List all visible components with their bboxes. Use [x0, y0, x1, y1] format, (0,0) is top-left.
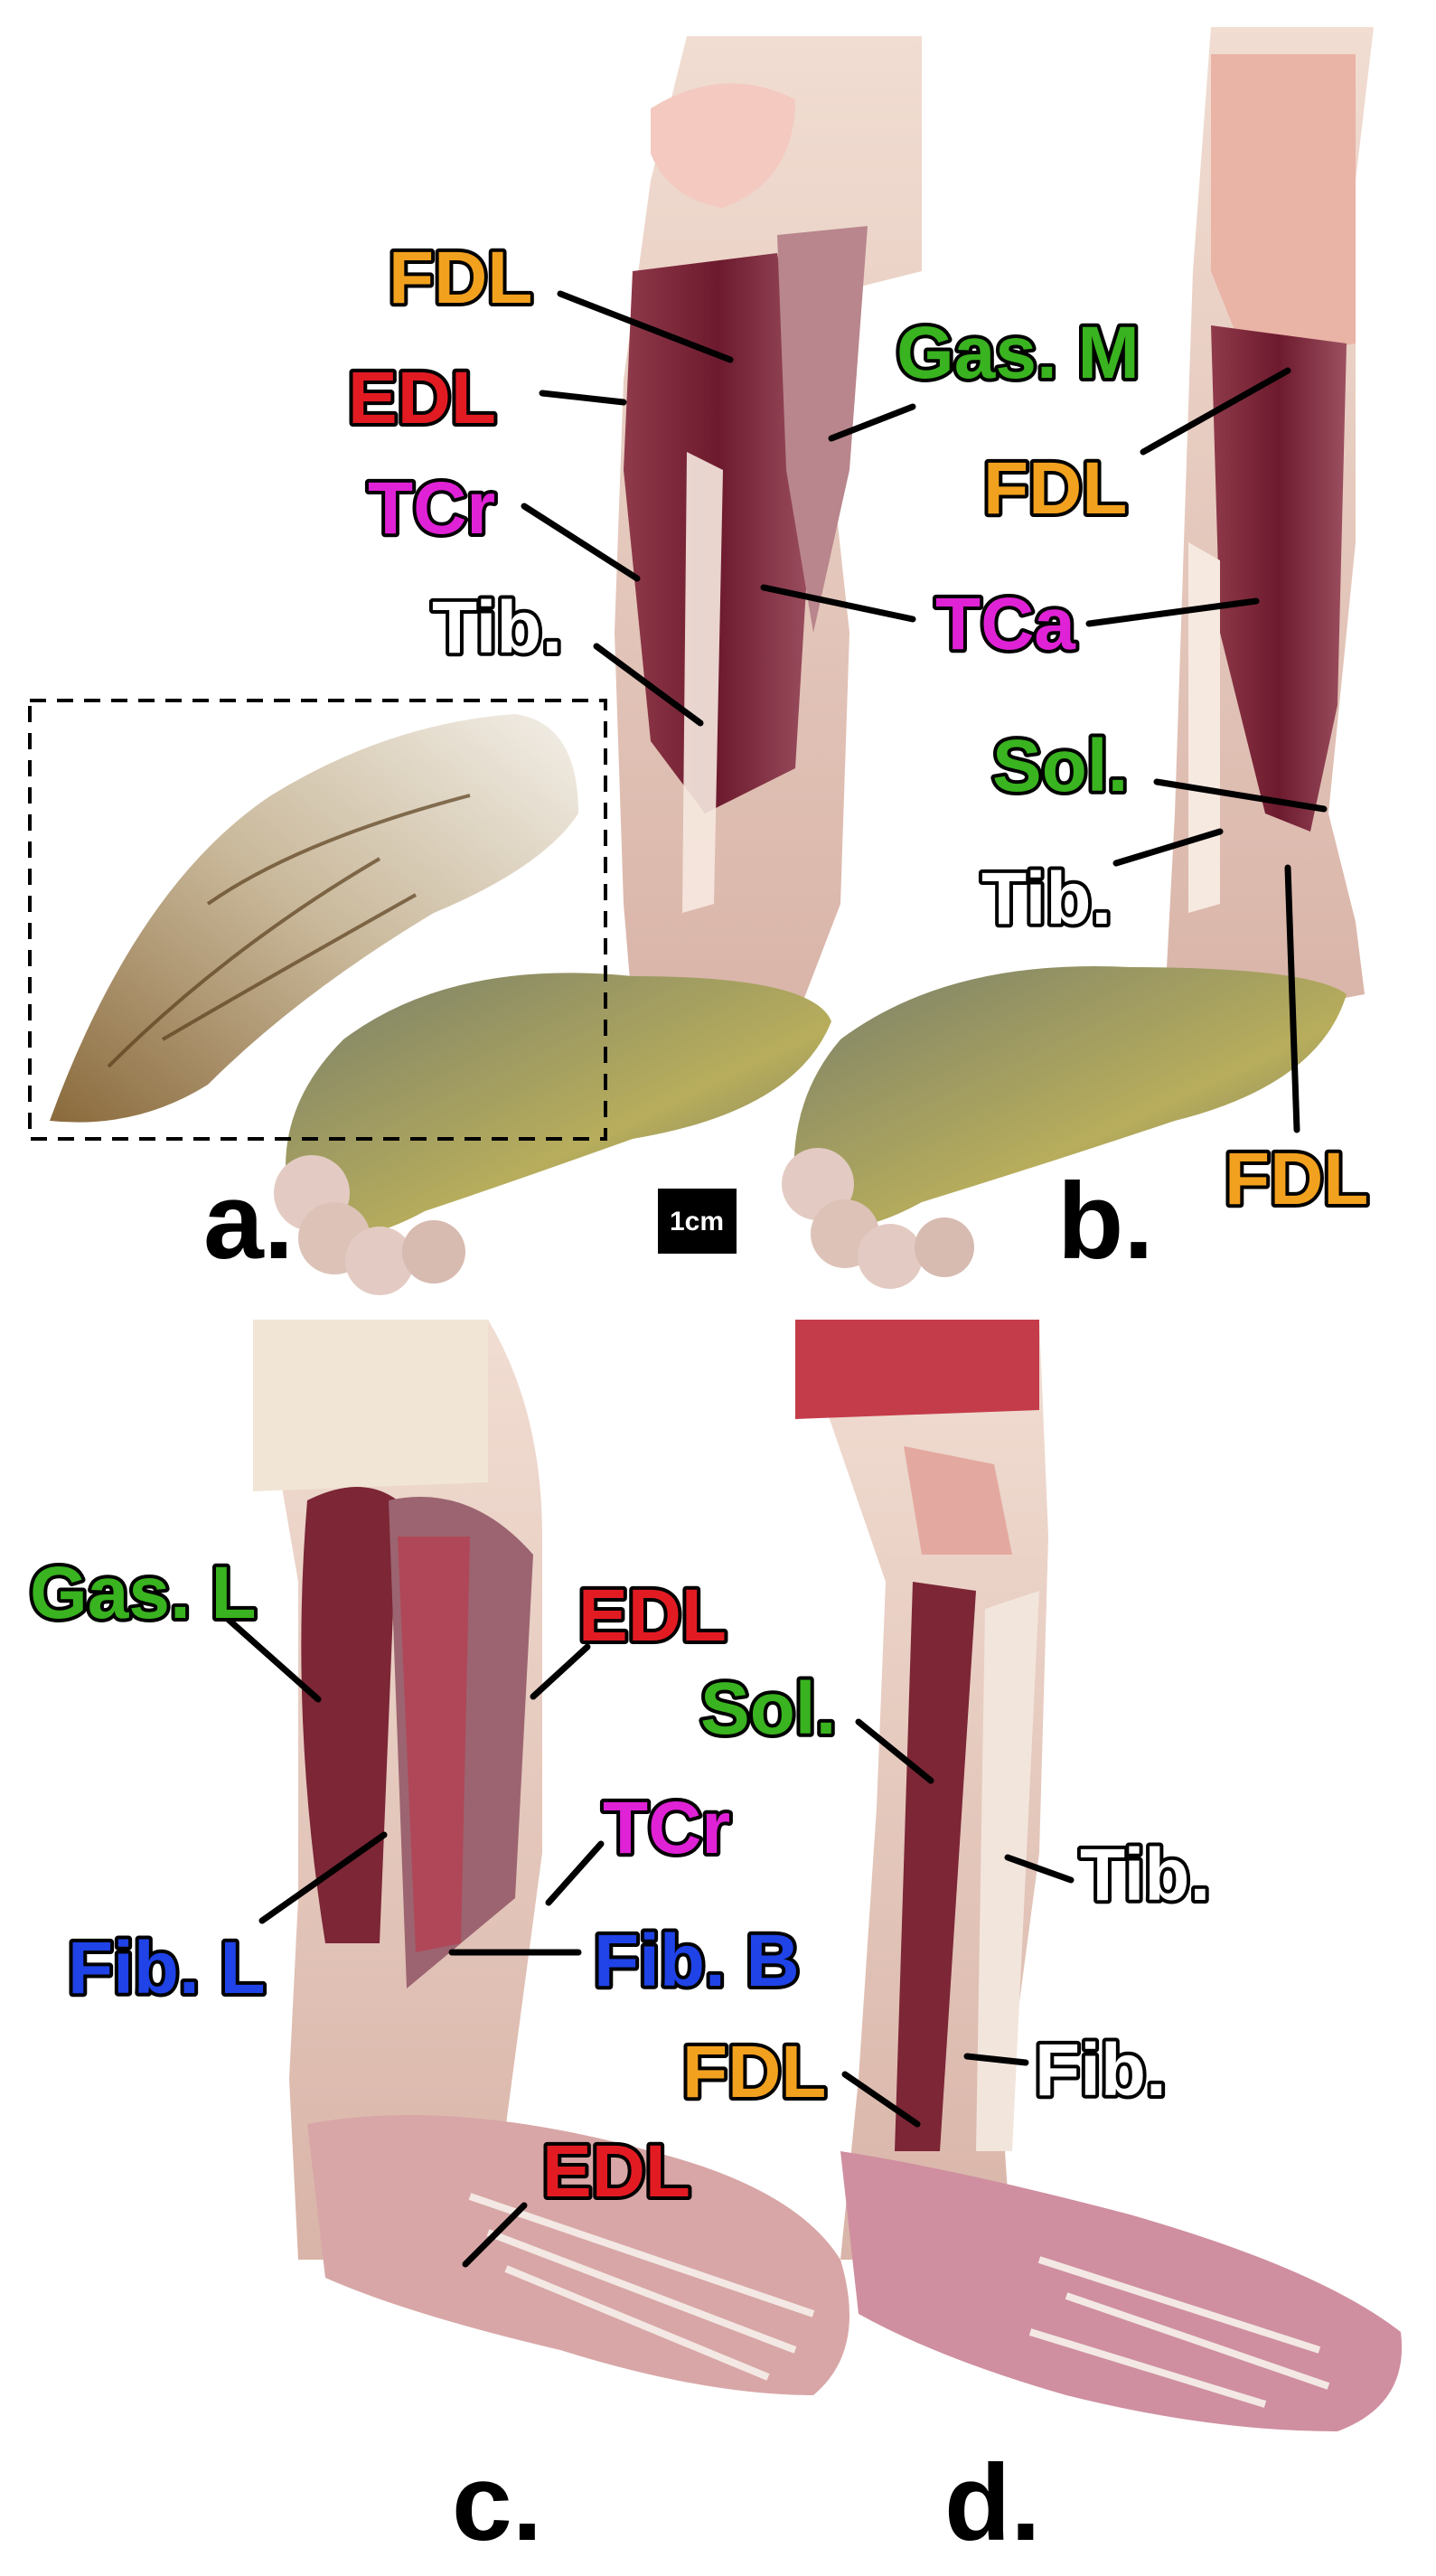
panel-b-specimen-photo: [782, 27, 1374, 1289]
label-a-tca: TCa: [935, 583, 1076, 665]
leader-a-tca: [760, 584, 916, 623]
label-a-edl: EDL: [348, 357, 496, 439]
leader-b-fdl-lower: [1284, 864, 1300, 1133]
panel-c: Gas. L EDL TCr Fib. L Fib. B EDL c.: [26, 1320, 849, 2563]
panel-b: FDL Sol. Tib. FDL b.: [782, 27, 1374, 1289]
leader-a-gasm: [828, 403, 916, 442]
leader-a-edl: [539, 390, 627, 406]
leader-a-fdl: [557, 290, 734, 363]
panel-letter-b: b.: [1057, 1161, 1154, 1282]
leader-c-gasl: [218, 1610, 322, 1703]
label-b-tib: Tib.: [981, 858, 1112, 940]
panel-a-inset: [28, 699, 607, 1141]
label-a-tib: Tib.: [432, 587, 562, 669]
leader-a-tcr: [521, 503, 641, 582]
label-c-gasl: Gas. L: [30, 1552, 257, 1634]
panel-a-specimen-photo: [274, 36, 922, 1295]
label-d-fib: Fib.: [1035, 2029, 1167, 2111]
label-a-fdl: FDL: [389, 237, 532, 319]
label-a-gasm: Gas. M: [896, 312, 1140, 394]
label-c-fibl: Fib. L: [68, 1927, 266, 2009]
leader-c-edl-upper: [530, 1643, 591, 1700]
leader-d-tib: [1004, 1854, 1075, 1884]
panel-letter-a: a.: [203, 1161, 294, 1282]
label-b-sol: Sol.: [992, 725, 1128, 807]
leader-d-sol: [855, 1718, 934, 1784]
label-a-tcr: TCr: [368, 467, 495, 550]
leader-c-tcr: [545, 1840, 605, 1906]
leader-c-fibl: [258, 1831, 388, 1924]
label-d-fdl: FDL: [682, 2031, 826, 2113]
leader-b-tca: [1085, 597, 1260, 627]
label-c-fibb: Fib. B: [594, 1920, 800, 2002]
scale-bar-label: 1cm: [670, 1207, 724, 1236]
label-c-tcr: TCr: [603, 1787, 730, 1869]
leader-d-fdl: [841, 2071, 921, 2128]
panel-a: 1cm FDL EDL TCr Tib. Gas. M TCa a.: [28, 36, 1143, 1295]
leader-a-tib: [593, 643, 704, 727]
panel-d: Sol. Tib. FDL Fib. d.: [679, 1320, 1403, 2563]
leader-b-fdl-upper: [1140, 367, 1291, 456]
label-b-fdl-lower: FDL: [1225, 1138, 1368, 1220]
panel-d-specimen-photo: [795, 1320, 1403, 2431]
leader-b-tib: [1112, 828, 1224, 867]
label-c-edl-lower: EDL: [542, 2130, 690, 2213]
label-d-sol: Sol.: [700, 1668, 836, 1750]
label-b-fdl-upper: FDL: [983, 447, 1127, 530]
scale-bar: 1cm: [658, 1189, 737, 1254]
leader-b-sol: [1153, 778, 1328, 813]
leader-d-fib: [963, 2053, 1029, 2066]
label-d-tib: Tib.: [1080, 1834, 1210, 1916]
panel-c-specimen-photo: [253, 1320, 849, 2395]
leader-c-edl-lower: [462, 2202, 528, 2268]
label-c-edl-upper: EDL: [578, 1575, 727, 1657]
panel-letter-c: c.: [452, 2442, 542, 2563]
panel-letter-d: d.: [944, 2442, 1041, 2563]
